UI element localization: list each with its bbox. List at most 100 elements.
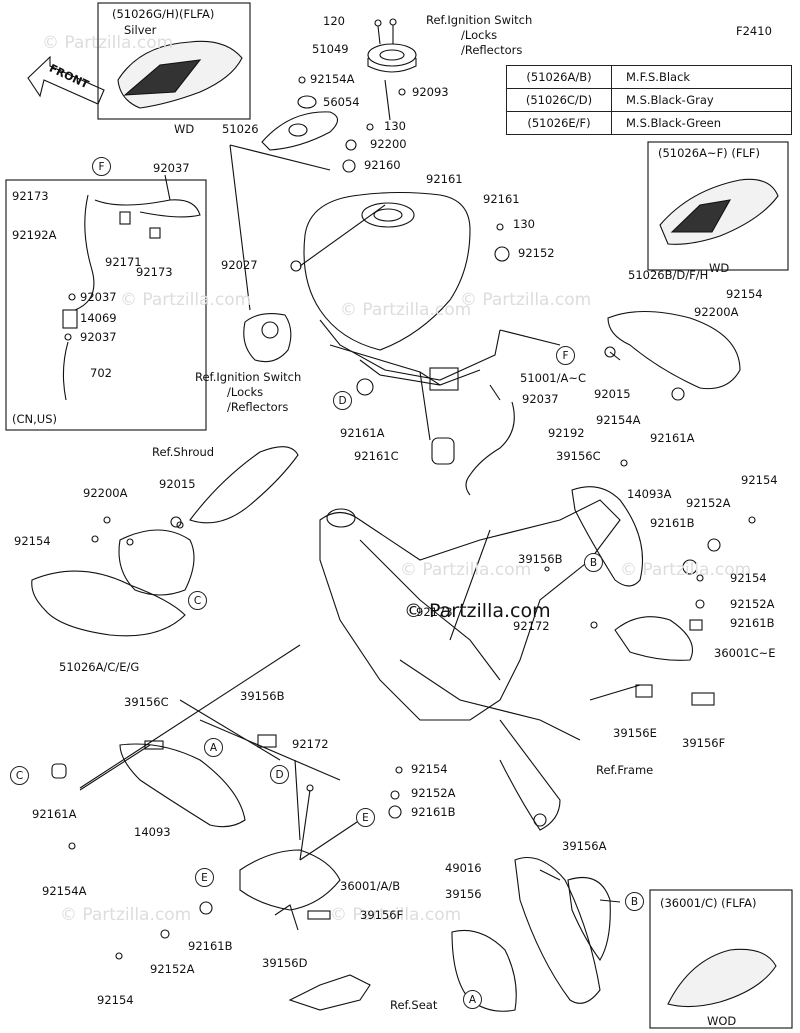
- pad-39156a: [567, 876, 611, 961]
- check-valve-14069: [62, 309, 78, 329]
- part-label: 92173: [416, 605, 453, 619]
- part-label: 39156E: [613, 726, 657, 740]
- part-label: 92152A: [150, 962, 195, 976]
- inset-flfa-border: [97, 2, 251, 120]
- part-label: 92161: [483, 192, 520, 206]
- front-arrow-icon: [27, 55, 105, 105]
- callout-c: C: [188, 591, 207, 610]
- part-label: 14093A: [627, 487, 672, 501]
- callout-a: A: [463, 990, 482, 1009]
- part-label: 14093: [134, 825, 171, 839]
- side-cover-36001: [239, 849, 341, 911]
- part-label: 702: [90, 366, 112, 380]
- part-label: 92200: [370, 137, 407, 151]
- watermark: © Partzilla.com: [620, 560, 752, 580]
- part-label: 51001/A~C: [520, 371, 586, 385]
- filler-cap: [367, 43, 417, 67]
- part-label: 92154: [730, 571, 767, 585]
- inset-bottom-title: (36001/C) (FLFA): [660, 896, 757, 910]
- inset-left-note: (CN,US): [12, 412, 57, 426]
- side-cover-14093a: [571, 486, 643, 587]
- watermark: © Partzilla.com: [460, 290, 592, 310]
- watermark: © Partzilla.com: [400, 560, 532, 580]
- callout-d: D: [333, 391, 352, 410]
- part-label: 49016: [445, 861, 482, 875]
- part-label: 92172: [513, 619, 550, 633]
- part-label: 92027: [221, 258, 258, 272]
- shroud-piece: [189, 446, 299, 524]
- color-legend-table: (51026A/B) M.F.S.Black (51026C/D) M.S.Bl…: [506, 65, 792, 135]
- part-label: 92161A: [340, 426, 385, 440]
- part-label: 92037: [80, 330, 117, 344]
- part-label: 39156F: [360, 908, 404, 922]
- part-label: 51049: [312, 42, 349, 56]
- part-label: 39156A: [562, 839, 607, 853]
- part-label: 130: [384, 119, 406, 133]
- cap-cover-51026: [261, 111, 339, 151]
- pad-39156: [451, 929, 517, 1012]
- legend-code: (51026C/D): [507, 89, 612, 111]
- part-label: 92152: [518, 246, 555, 260]
- watermark: © Partzilla.com: [340, 300, 472, 320]
- part-label: 39156: [445, 887, 482, 901]
- hose-92173: [94, 199, 201, 218]
- part-label: 92161B: [188, 939, 233, 953]
- part-label: 92154: [411, 762, 448, 776]
- tank-side-cover-left: [31, 570, 186, 637]
- part-label: 92161C: [354, 449, 399, 463]
- tank-side-cover-right: [607, 310, 741, 390]
- legend-row: (51026C/D) M.S.Black-Gray: [507, 89, 791, 112]
- frame: [319, 499, 621, 721]
- part-label: 39156B: [240, 689, 285, 703]
- part-label: 92161: [426, 172, 463, 186]
- part-label: 92037: [522, 392, 559, 406]
- callout-f: F: [556, 346, 575, 365]
- legend-color: M.S.Black-Gray: [626, 93, 714, 107]
- part-label: 92192: [548, 426, 585, 440]
- callout-d: D: [270, 765, 289, 784]
- part-label: 92152A: [411, 786, 456, 800]
- hose-92192: [465, 401, 515, 496]
- part-label: 130: [513, 217, 535, 231]
- ref-shroud: Ref.Shroud: [152, 445, 215, 459]
- ref-ignition-mid-2: /Locks: [227, 385, 264, 399]
- callout-a: A: [204, 738, 223, 757]
- part-label: 39156D: [262, 956, 308, 970]
- diagram-code: F2410: [736, 24, 772, 38]
- ref-seat: Ref.Seat: [390, 998, 438, 1012]
- part-label: 36001/A/B: [340, 879, 401, 893]
- watermark: © Partzilla.com: [42, 33, 174, 53]
- part-label: 92015: [594, 387, 631, 401]
- part-label: 92161A: [32, 807, 77, 821]
- part-label: 92037: [153, 161, 190, 175]
- part-label: 92154: [726, 287, 763, 301]
- part-label: 92160: [364, 158, 401, 172]
- part-label: 36001C~E: [714, 646, 776, 660]
- part-label: 92200A: [83, 486, 128, 500]
- cover-49016: [514, 856, 601, 1004]
- callout-b: B: [625, 892, 644, 911]
- watermark: © Partzilla.com: [120, 290, 252, 310]
- inset-top-title: (51026G/H)(FLFA): [112, 7, 215, 21]
- legend-color: M.F.S.Black: [626, 70, 691, 84]
- inset-right-tag: WD: [709, 261, 730, 275]
- tank-cover-graphic: [123, 59, 202, 96]
- part-label: 92154: [741, 473, 778, 487]
- ref-frame: Ref.Frame: [596, 763, 654, 777]
- part-label: 56054: [323, 95, 360, 109]
- inset-flf-border: [647, 141, 789, 271]
- damper-92161c: [431, 437, 455, 465]
- ref-ignition-top-2: /Locks: [461, 28, 498, 42]
- part-label: 92161B: [411, 805, 456, 819]
- callout-b: B: [584, 553, 603, 572]
- ignition-switch: [243, 313, 292, 363]
- part-label: 92172: [292, 737, 329, 751]
- inset-flfa-bottom-border: [649, 889, 793, 1029]
- callout-c: C: [10, 766, 29, 785]
- part-label: 92171: [105, 255, 142, 269]
- part-label: 92200A: [694, 305, 739, 319]
- seat-bracket: [288, 974, 371, 1011]
- part-label: 39156C: [556, 449, 601, 463]
